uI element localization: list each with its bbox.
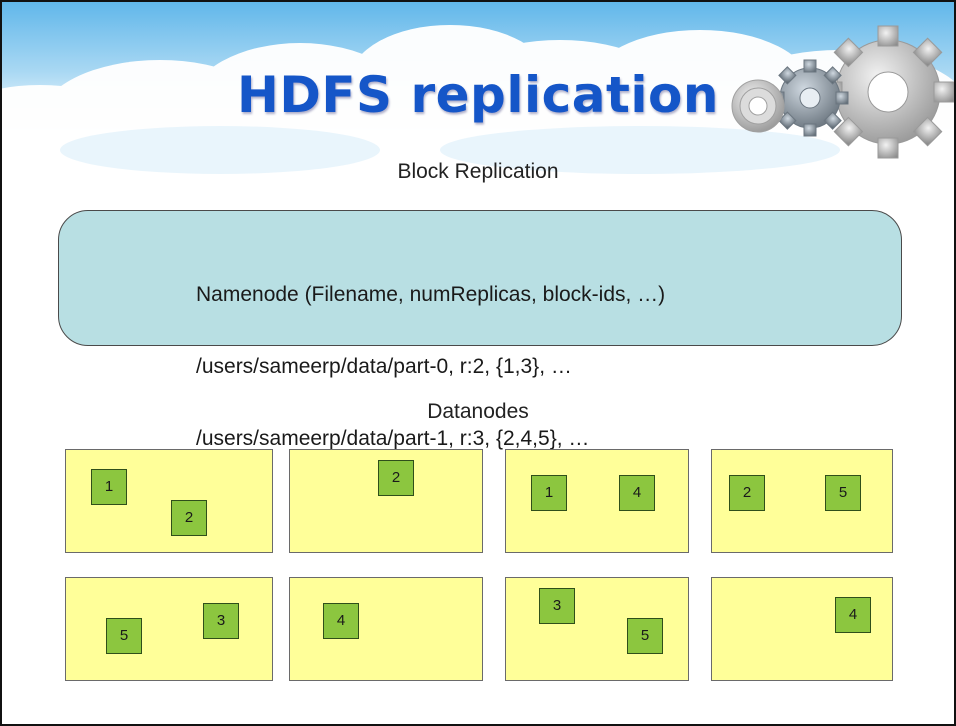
block: 2 <box>378 460 414 496</box>
border-left <box>0 0 2 726</box>
block: 1 <box>531 475 567 511</box>
border-top <box>0 0 956 2</box>
block: 5 <box>825 475 861 511</box>
block: 3 <box>539 588 575 624</box>
block: 4 <box>619 475 655 511</box>
block: 2 <box>171 500 207 536</box>
datanode-3: 1 4 <box>505 449 689 553</box>
datanode-4: 2 5 <box>711 449 893 553</box>
datanode-1: 1 2 <box>65 449 273 553</box>
namenode-box: Namenode (Filename, numReplicas, block-i… <box>58 210 902 450</box>
block: 4 <box>835 597 871 633</box>
section-subtitle: Block Replication <box>397 160 559 183</box>
datanode-8: 4 <box>711 577 893 681</box>
namenode-text: Namenode (Filename, numReplicas, block-i… <box>196 235 665 499</box>
gears-icon <box>731 25 955 159</box>
slide-title: HDFS replication <box>237 66 719 124</box>
datanode-7: 3 5 <box>505 577 689 681</box>
block: 5 <box>627 618 663 654</box>
datanodes-label: Datanodes <box>427 400 529 423</box>
block: 4 <box>323 603 359 639</box>
border-bottom <box>0 724 956 726</box>
datanode-5: 5 3 <box>65 577 273 681</box>
namenode-line-part-0: /users/sameerp/data/part-0, r:2, {1,3}, … <box>196 355 572 378</box>
block: 1 <box>91 469 127 505</box>
datanode-6: 4 <box>289 577 483 681</box>
block: 3 <box>203 603 239 639</box>
datanode-2: 2 <box>289 449 483 553</box>
namenode-line-part-1: /users/sameerp/data/part-1, r:3, {2,4,5}… <box>196 427 590 450</box>
block: 5 <box>106 618 142 654</box>
block: 2 <box>729 475 765 511</box>
border-right <box>954 0 956 726</box>
namenode-line-header: Namenode (Filename, numReplicas, block-i… <box>196 283 666 306</box>
